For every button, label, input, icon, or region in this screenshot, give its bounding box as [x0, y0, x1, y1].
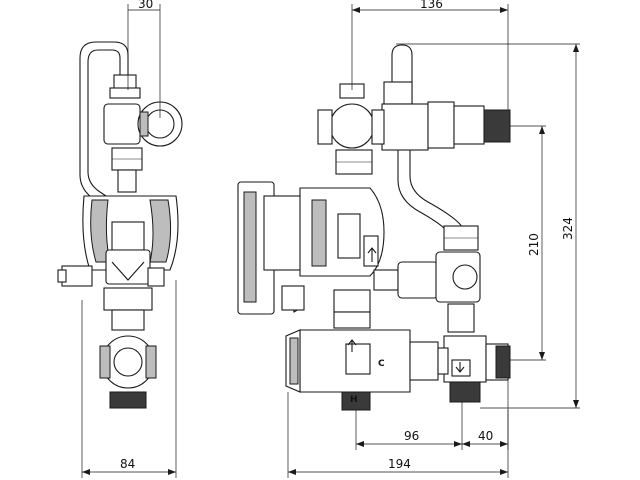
- dimension-210: 210: [527, 233, 541, 256]
- front-view: [237, 44, 511, 411]
- dimension-136: 136: [420, 0, 443, 11]
- dimension-40: 40: [478, 429, 493, 443]
- valve-letter: C: [378, 359, 385, 369]
- dimension-30: 30: [138, 0, 153, 11]
- hot-symbol: H: [350, 395, 358, 405]
- dimension-96: 96: [404, 429, 419, 443]
- side-view: [57, 41, 183, 409]
- flow-arrow-icon: [347, 247, 465, 373]
- dimension-84: 84: [120, 457, 135, 471]
- dimension-lines: [81, 4, 580, 478]
- dimension-194: 194: [388, 457, 411, 471]
- dimension-324: 324: [561, 217, 575, 240]
